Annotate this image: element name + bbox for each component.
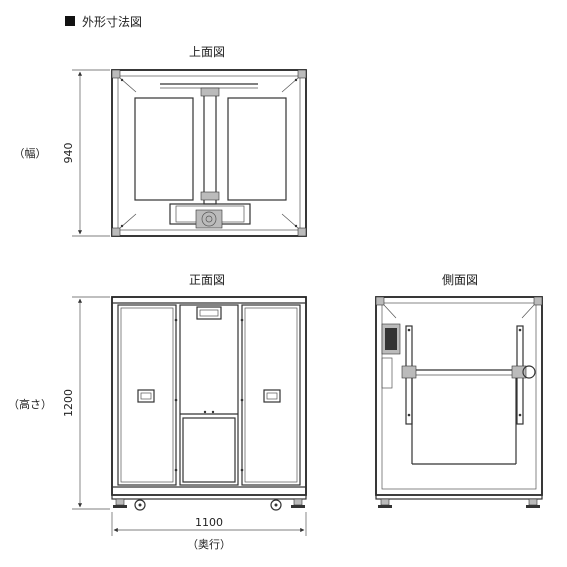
front-view: 正面図 xyxy=(8,273,307,551)
height-dimension-value: 1200 xyxy=(62,389,75,417)
width-dimension-value: 940 xyxy=(62,143,75,164)
drawing-title: 外形寸法図 xyxy=(82,15,142,29)
depth-dimension-value: 1100 xyxy=(195,516,223,529)
width-dimension-label: （幅） xyxy=(14,147,47,160)
side-view-label: 側面図 xyxy=(442,273,478,287)
depth-dimension-label: （奥行） xyxy=(187,537,231,551)
top-view: 上面図 94 xyxy=(14,45,307,237)
height-dimension-label: （高さ） xyxy=(8,397,52,411)
front-view-label: 正面図 xyxy=(189,273,225,287)
side-view: 側面図 xyxy=(375,273,543,508)
top-view-label: 上面図 xyxy=(189,45,225,59)
black-square-icon xyxy=(65,16,75,26)
